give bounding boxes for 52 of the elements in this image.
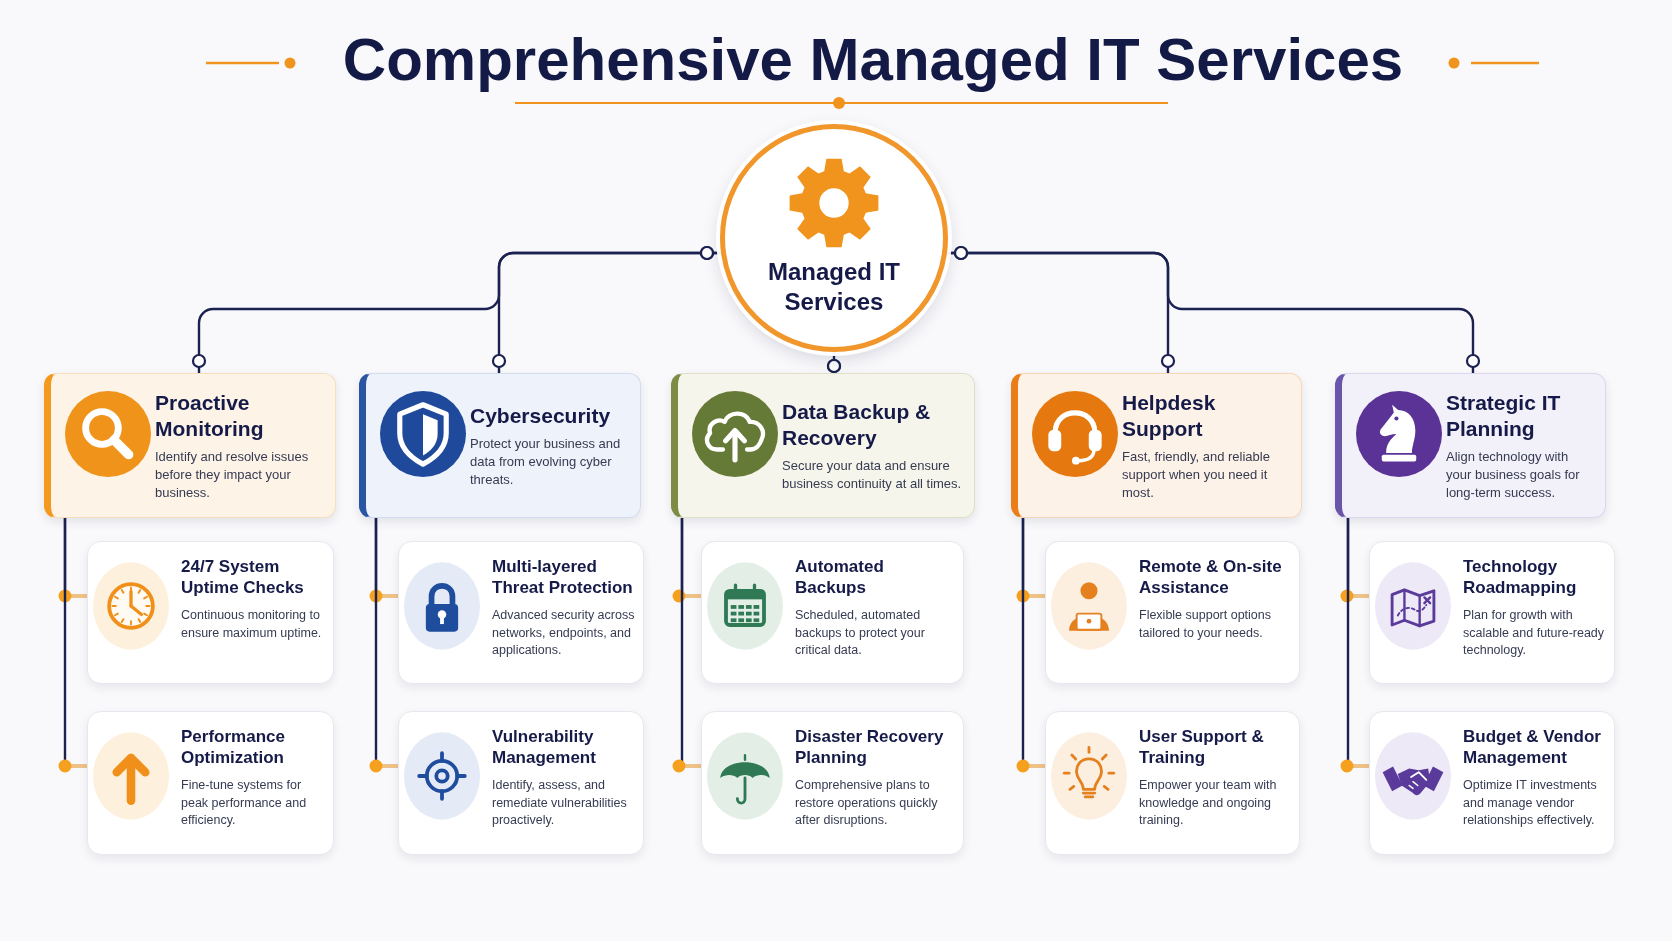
service-title: Performance Optimization [181, 726, 286, 768]
service-title: Remote & On-site Assistance [1139, 556, 1283, 598]
service-description: Optimize IT investments and manage vendor relationships effectively. [1463, 777, 1598, 829]
service-card [87, 541, 334, 684]
service-description: Comprehensive plans to restore operations quickly after disruptions. [795, 777, 939, 829]
service-title: 24/7 System Uptime Checks [181, 556, 305, 598]
service-card [1369, 541, 1615, 684]
service-title: Technology Roadmapping [1463, 556, 1578, 598]
hub-label: Managed IT Services [767, 257, 901, 317]
service-card [701, 541, 964, 684]
service-card [1369, 711, 1615, 855]
category-card [44, 373, 336, 518]
service-title: Vulnerability Management [492, 726, 597, 768]
service-title: Automated Backups [795, 556, 885, 598]
service-title: Disaster Recovery Planning [795, 726, 945, 768]
card-description: Align technology with your business goals for long-term success. [1446, 447, 1581, 502]
service-card [1045, 541, 1300, 684]
page-title: Comprehensive Managed IT Services [342, 25, 1404, 95]
service-description: Scheduled, automated backups to protect your critical data. [795, 607, 926, 659]
service-title: Multi-layered Threat Protection [492, 556, 634, 598]
service-card [87, 711, 334, 855]
category-card [359, 373, 641, 518]
service-title: User Support & Training [1139, 726, 1265, 768]
card-description: Identify and resolve issues before they impact your business. [155, 447, 310, 502]
service-description: Continuous monitoring to ensure maximum uptime. [181, 607, 323, 642]
connector-line [1338, 518, 1371, 775]
service-description: Fine-tune systems for peak performance and efficiency. [181, 777, 308, 829]
card-description: Protect your business and data from evolving cyber threats. [470, 434, 622, 489]
card-title: Cybersecurity [470, 402, 612, 429]
service-title: Budget & Vendor Management [1463, 726, 1602, 768]
category-card [671, 373, 975, 518]
card-title: Data Backup & Recovery [782, 398, 932, 451]
card-title: Proactive Monitoring [155, 389, 265, 442]
service-card [701, 711, 964, 855]
category-card [1335, 373, 1606, 518]
service-description: Empower your team with knowledge and ongoing training. [1139, 777, 1278, 829]
service-card [398, 711, 644, 855]
service-description: Advanced security across networks, endpoints, and applications. [492, 607, 636, 659]
category-card [1011, 373, 1302, 518]
connector-line [56, 518, 89, 775]
connector-line [670, 518, 703, 775]
service-description: Flexible support options tailored to your needs. [1139, 607, 1273, 642]
service-card [398, 541, 644, 684]
card-title: Helpdesk Support [1122, 389, 1217, 442]
card-description: Secure your data and ensure business continuity at all times. [782, 456, 963, 493]
connector-line [1014, 518, 1047, 775]
service-description: Plan for growth with scalable and future-ready technology. [1463, 607, 1606, 659]
card-title: Strategic IT Planning [1446, 389, 1562, 442]
service-card [1045, 711, 1300, 855]
service-description: Identify, assess, and remediate vulnerabilities proactively. [492, 777, 628, 829]
card-description: Fast, friendly, and reliable support when you need it most. [1122, 447, 1271, 502]
connector-line [367, 518, 400, 775]
